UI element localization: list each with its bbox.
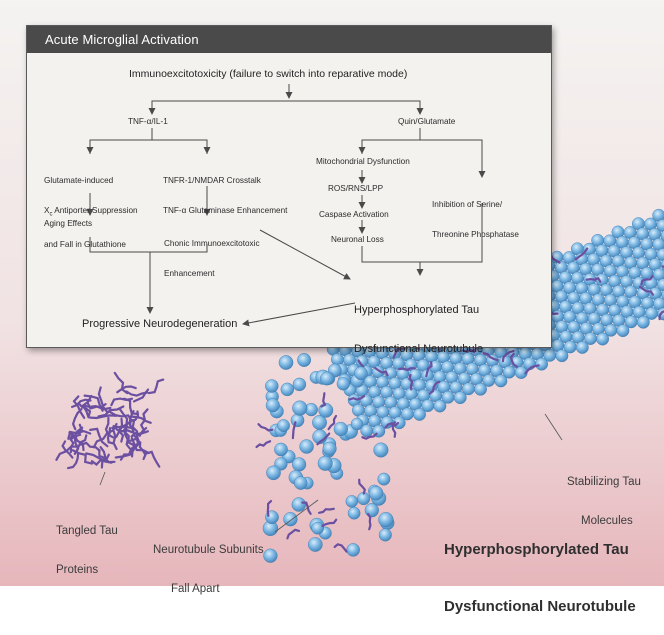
node-mito: Mitochondrial Dysfunction xyxy=(316,157,410,167)
node-glutamate: Glutamate-induced Xc Antiporter Suppress… xyxy=(44,156,138,260)
subunits-line2: Fall Apart xyxy=(153,583,264,596)
stabilizing-line1: Stabilizing Tau xyxy=(567,476,641,489)
subunits-label: Neurotubule Subunits Fall Apart xyxy=(153,518,264,609)
node-glutamate-line2: Xc Antiporter Suppression xyxy=(44,206,138,220)
node-root: Immunoexcitotoxicity (failure to switch … xyxy=(129,68,407,81)
illustration-title-line1: Hyperphosphorylated Tau xyxy=(444,540,636,559)
node-glutamate-line1: Glutamate-induced xyxy=(44,176,138,186)
node-inhibition: Inhibition of Serine/ Threonine Phosphat… xyxy=(432,180,519,250)
tangled-tau-line2: Proteins xyxy=(56,564,118,577)
bracket-top xyxy=(152,101,420,110)
node-inhibition-line2: Threonine Phosphatase xyxy=(432,230,519,240)
node-hyper-line2: Dysfunctional Neurotubule xyxy=(354,343,483,356)
node-glutamate-rest: Antiporter Suppression xyxy=(52,206,137,215)
bracket-tnf xyxy=(90,140,207,154)
node-glutamate-line3: and Fall in Glutathione xyxy=(44,240,138,250)
node-ros: ROS/RNS/LPP xyxy=(328,184,383,194)
illustration-title: Hyperphosphorylated Tau Dysfunctional Ne… xyxy=(444,502,636,635)
subunits-line1: Neurotubule Subunits xyxy=(153,544,264,557)
tangled-tau-label: Tangled Tau Proteins xyxy=(56,499,118,590)
node-caspase: Caspase Activation xyxy=(319,210,389,220)
node-chonic-line2: Enhancement xyxy=(164,269,260,279)
node-chonic: Chonic Immunoexcitotoxic Enhancement xyxy=(164,219,260,289)
node-chonic-line1: Chonic Immunoexcitotoxic xyxy=(164,239,260,249)
node-hyperphosphorylated: Hyperphosphorylated Tau Dysfunctional Ne… xyxy=(354,278,483,369)
node-progressive: Progressive Neurodegeneration xyxy=(82,318,237,331)
arrow-hyper-to-progressive xyxy=(243,303,355,324)
node-tnfr-line2: TNF-α Glutaminase Enhancement xyxy=(163,206,287,216)
node-tnfr-line1: TNFR-1/NMDAR Crosstalk xyxy=(163,176,287,186)
tangled-tau-line1: Tangled Tau xyxy=(56,525,118,538)
node-tnfr: TNFR-1/NMDAR Crosstalk TNF-α Glutaminase… xyxy=(163,156,287,226)
node-neuronal: Neuronal Loss xyxy=(331,235,384,245)
illustration-title-line2: Dysfunctional Neurotubule xyxy=(444,597,636,616)
node-aging: Aging Effects xyxy=(44,219,92,229)
node-inhibition-line1: Inhibition of Serine/ xyxy=(432,200,519,210)
node-hyper-line1: Hyperphosphorylated Tau xyxy=(354,304,483,317)
node-tnf: TNF-α/IL-1 xyxy=(128,117,168,127)
node-quin: Quin/Glutamate xyxy=(398,117,455,127)
